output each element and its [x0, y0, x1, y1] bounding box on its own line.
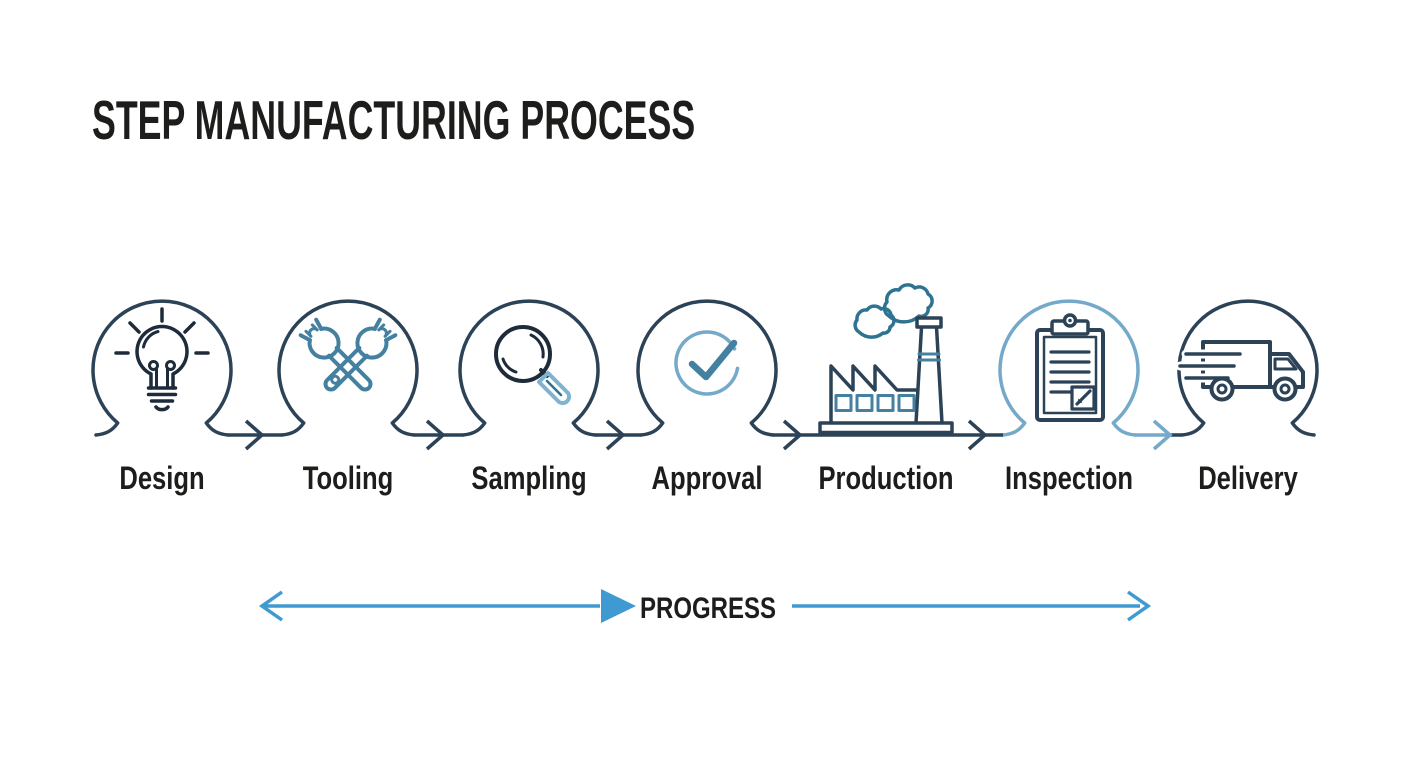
crossed-wrenches-icon — [298, 317, 398, 392]
step-label-tooling: Tooling — [302, 460, 394, 496]
clipboard-icon — [1035, 313, 1105, 422]
progress-axis — [258, 589, 1152, 623]
page-title: STEP MANUFACTURING PROCESS — [92, 89, 696, 151]
checkmark-circle-icon — [674, 330, 740, 396]
tooling-loop-circle — [277, 299, 419, 437]
step-label-inspection: Inspection — [1004, 460, 1133, 496]
delivery-loop-circle — [1177, 299, 1319, 437]
magnifier-icon — [494, 325, 572, 406]
smoke-clouds — [853, 283, 934, 339]
lightbulb-icon — [114, 307, 210, 412]
design-loop-circle — [91, 299, 233, 437]
flow-arrow-icon — [967, 419, 988, 451]
process-flow-diagram — [91, 283, 1319, 451]
approval-loop-circle — [636, 299, 778, 437]
flow-arrow-icon — [782, 419, 803, 451]
flow-arrow-icon — [1152, 419, 1173, 451]
progress-label: PROGRESS — [639, 592, 777, 625]
step-label-approval: Approval — [651, 460, 763, 496]
step-label-design: Design — [119, 460, 205, 496]
truck-icon — [1175, 340, 1305, 402]
step-label-sampling: Sampling — [471, 460, 587, 496]
sampling-loop-circle — [458, 299, 600, 437]
flow-arrow-icon — [425, 419, 446, 451]
flow-arrow-icon — [244, 419, 265, 451]
progress-solid-arrowhead-icon — [601, 589, 636, 623]
inspection-loop-circle — [998, 299, 1140, 437]
factory-icon — [818, 283, 954, 435]
progress-right-chevron-icon — [1126, 590, 1152, 622]
step-label-production: Production — [818, 460, 954, 496]
step-label-delivery: Delivery — [1198, 460, 1298, 496]
flow-arrow-icon — [605, 419, 626, 451]
